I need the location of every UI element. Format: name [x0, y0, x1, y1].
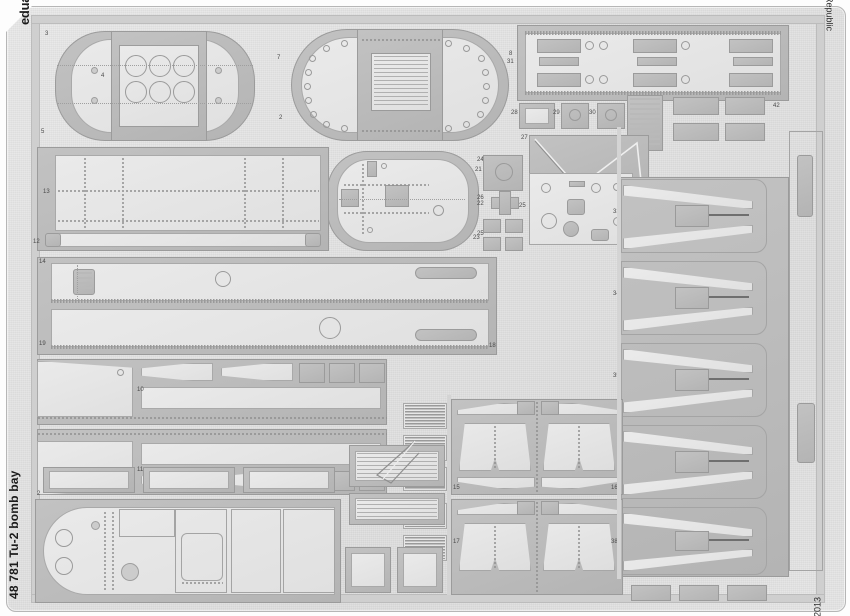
part-number: 28 — [511, 110, 518, 116]
part-number: 4 — [101, 73, 105, 79]
part-number: 2 — [37, 491, 41, 497]
part-oval-floor: 20 24 26 25 — [315, 147, 484, 255]
part-bomb-bay-door-panel: 2 — [35, 491, 341, 603]
part-number: 42 — [773, 103, 780, 109]
part-number: 3 — [45, 31, 49, 37]
fret-rail-bottom — [31, 594, 825, 603]
strut-diagonal-icon — [375, 440, 420, 484]
part-wedge-arm-bank: 33 34 35 36 — [613, 177, 789, 577]
part-col-box-2 — [679, 585, 719, 601]
part-number: 16 — [611, 485, 618, 491]
part-taper-bank-upper: 10 — [37, 359, 387, 425]
part-number: 11 — [137, 467, 144, 473]
part-tab-mid-right — [797, 403, 815, 463]
part-number: 25 — [519, 203, 526, 209]
part-number: 15 — [453, 485, 460, 491]
part-long-grid-strip: 13 12 — [33, 147, 329, 251]
fret-rail-left — [31, 15, 40, 603]
part-number: 27 — [521, 135, 528, 141]
part-number: 38 — [611, 539, 618, 545]
part-number: 24 — [477, 157, 484, 163]
part-grille-panel-a — [349, 493, 445, 525]
fret-rail-right — [816, 15, 825, 603]
part-rack-ladder-panel: 31 — [507, 25, 789, 101]
part-equipment-panel: 25 — [519, 173, 633, 245]
fret-rail-top — [31, 15, 825, 24]
part-number: 34 — [613, 291, 620, 297]
brand-logo-text: eduard — [17, 0, 32, 25]
part-number: 13 — [43, 189, 50, 195]
part-bar-b — [725, 97, 765, 115]
part-fin-cluster-upper: 15 16 — [451, 399, 623, 495]
part-number: 29 — [553, 110, 560, 116]
copyright-text: © EDUARD 2013 — [813, 597, 823, 616]
part-number: 33 — [613, 209, 620, 215]
part-number: 7 — [277, 55, 281, 61]
part-oval-ring-vent: 7 8 2 — [277, 25, 515, 145]
part-twin-23 — [483, 219, 501, 233]
part-number: 14 — [39, 259, 46, 265]
part-number: 18 — [489, 343, 496, 349]
part-number: 12 — [33, 239, 40, 245]
part-number: 23 — [473, 235, 480, 241]
part-bar-d — [725, 123, 765, 141]
part-tab-upper-right — [797, 155, 813, 217]
part-bar-a — [673, 97, 719, 115]
part-number: 30 — [589, 110, 596, 116]
part-number: 26 — [477, 195, 484, 201]
part-number: 19 — [39, 341, 46, 347]
part-number: 25 — [477, 231, 484, 237]
part-number: 10 — [137, 387, 144, 393]
part-number: 22 — [477, 201, 484, 207]
part-col-box-1 — [631, 585, 671, 601]
part-col-box-3 — [727, 585, 767, 601]
made-in-text: Made in Czech Republic — [825, 0, 835, 31]
photoetch-fret-sheet: 3 4 5 — [6, 0, 846, 616]
kit-designation-text: 48 781 Tu-2 bomb bay — [7, 470, 21, 599]
part-fin-cluster-lower: 17 38 — [451, 499, 623, 595]
part-long-ribbed-strips: 14 19 18 — [37, 257, 497, 355]
part-number: 31 — [507, 59, 514, 65]
part-oval-wheelbay: 3 4 5 — [37, 25, 273, 147]
part-number: 21 — [475, 167, 482, 173]
part-number: 2 — [279, 115, 283, 121]
part-number: 35 — [613, 373, 620, 379]
part-number: 17 — [453, 539, 460, 545]
part-number: 8 — [509, 51, 513, 57]
part-bar-c — [673, 123, 719, 141]
part-number: 5 — [41, 129, 45, 135]
